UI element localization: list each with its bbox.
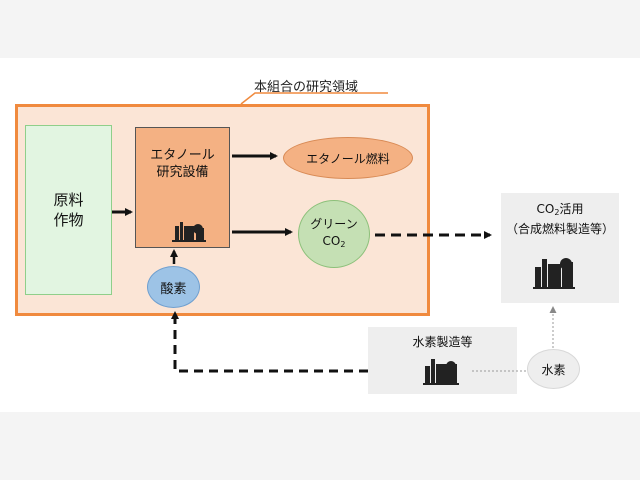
hydrogen-production-label: 水素製造等: [412, 335, 473, 349]
raw-crop-label-2: 作物: [53, 211, 84, 229]
research-area-title: 本組合の研究領域: [254, 80, 359, 95]
oxygen-node: 酸素: [147, 266, 200, 308]
green-co2-label-1: グリーン: [310, 216, 358, 231]
title-leader-line: [240, 92, 388, 105]
hydrogen-label: 水素: [541, 362, 566, 377]
ethanol-fuel-node: エタノール燃料: [283, 137, 413, 179]
raw-crop-label-1: 原料: [53, 191, 84, 209]
co2-utilization-label-2: （合成燃料製造等）: [505, 222, 614, 236]
oxygen-label: 酸素: [160, 281, 187, 297]
raw-crop-box: 原料 作物: [25, 125, 112, 295]
green-co2-label-2: CO2: [322, 233, 346, 249]
ethanol-facility-label-2: 研究設備: [156, 165, 209, 180]
hydrogen-node: 水素: [527, 349, 580, 389]
co2-utilization-label-1: CO2活用: [536, 202, 584, 217]
ethanol-fuel-label: エタノール燃料: [306, 151, 390, 166]
hydrogen-to-oxygen-arrow: [171, 311, 368, 373]
ethanol-facility-box: エタノール 研究設備: [135, 127, 230, 248]
green-co2-node: グリーン CO2: [298, 200, 370, 268]
plant-icon: [172, 222, 206, 242]
ethanol-facility-label-1: エタノール: [150, 148, 215, 163]
plant-icon: [423, 359, 459, 385]
plant-icon: [533, 258, 575, 289]
